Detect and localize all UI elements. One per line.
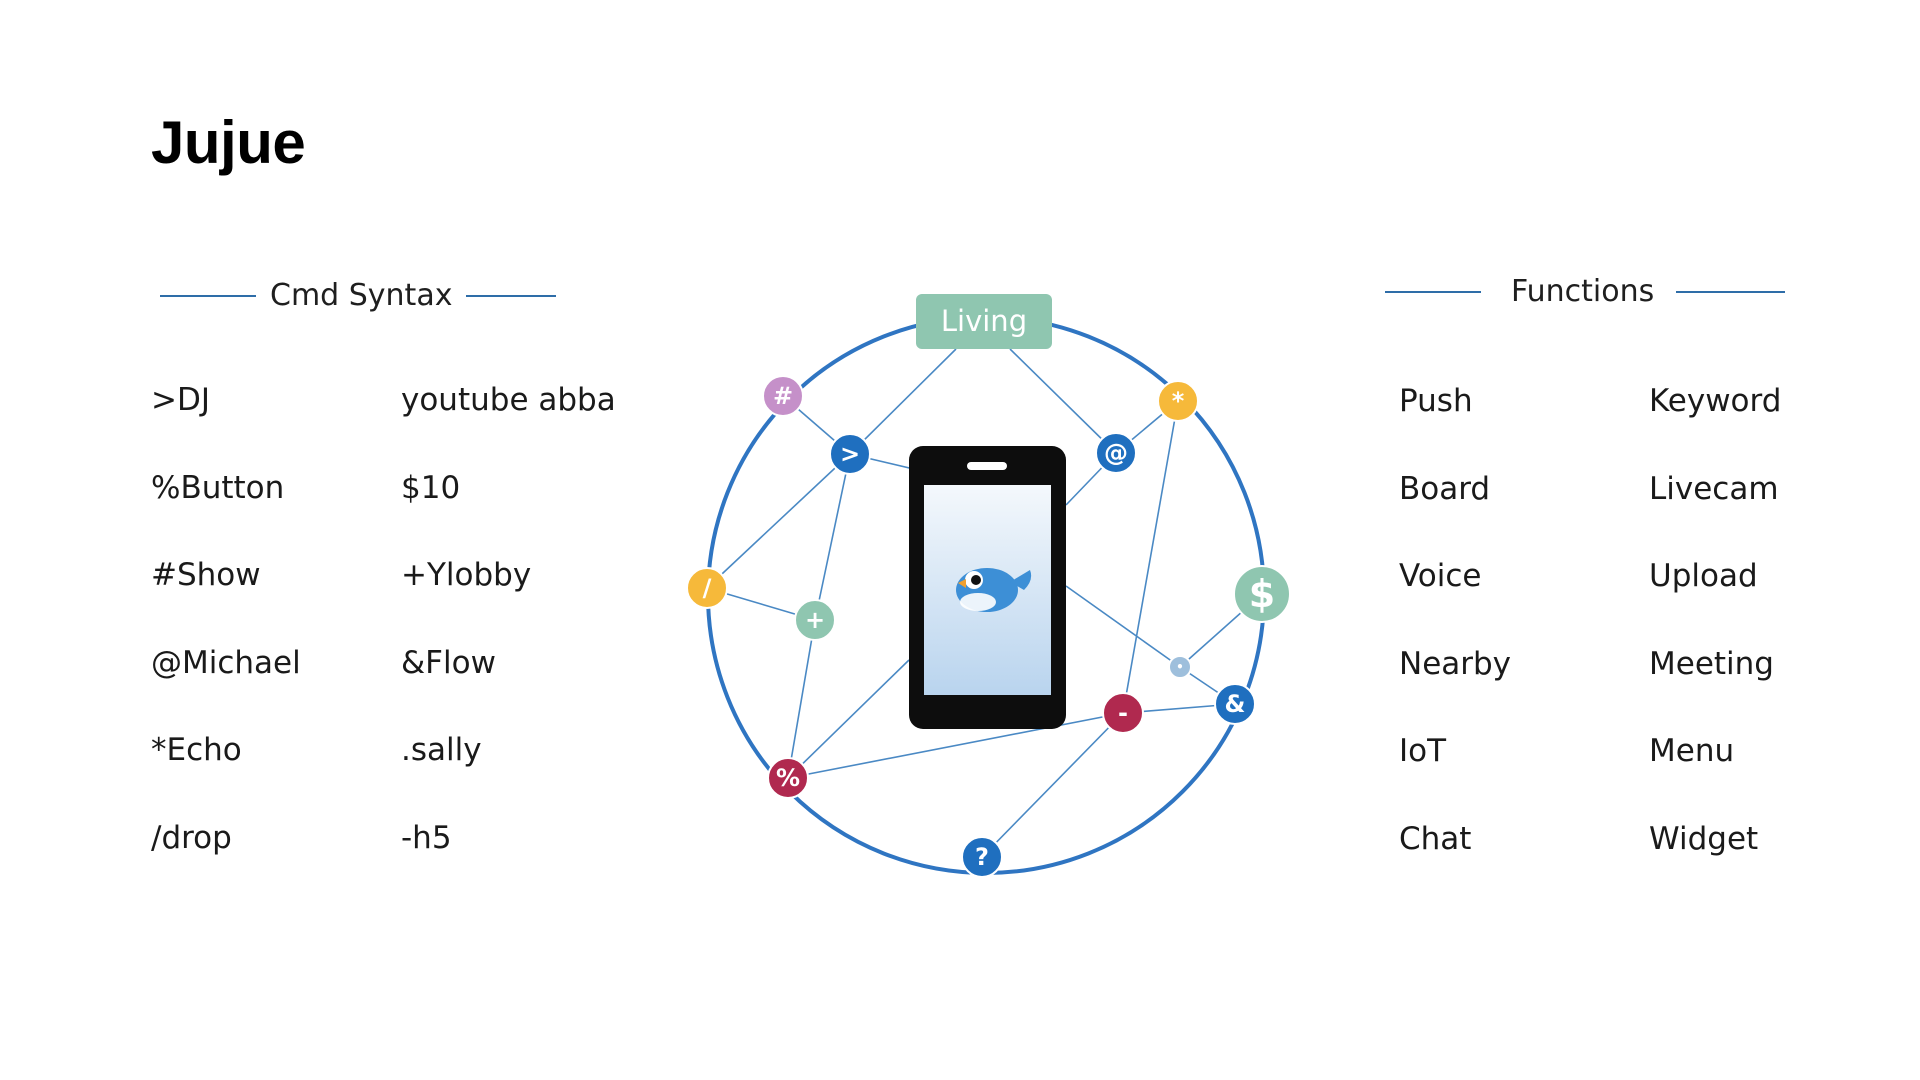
- node-percent-icon: %: [767, 757, 809, 799]
- node-circle: [1168, 655, 1192, 679]
- function-item: Livecam: [1649, 470, 1779, 507]
- function-item: Nearby: [1399, 645, 1512, 682]
- living-label: Living: [916, 294, 1052, 349]
- function-item: Board: [1399, 470, 1491, 507]
- node-circle: [829, 433, 871, 475]
- link-line: [1122, 400, 1179, 714]
- node-symbol: •: [1176, 660, 1184, 674]
- node-symbol: *: [1172, 387, 1185, 415]
- link-line: [787, 712, 1124, 779]
- node-symbol: @: [1104, 439, 1128, 467]
- phone-icon: [909, 446, 1066, 729]
- living-label-text: Living: [941, 304, 1027, 338]
- node-circle: [767, 757, 809, 799]
- link-line: [814, 453, 851, 621]
- link-line: [787, 659, 910, 779]
- cmd-syntax-item: youtube abba: [401, 382, 616, 418]
- node-circle: [794, 599, 836, 641]
- function-item: Widget: [1649, 820, 1759, 857]
- node-hash-icon: #: [762, 375, 804, 417]
- cmd-syntax-item: -h5: [401, 819, 452, 856]
- node-circle: [1214, 683, 1256, 725]
- nodes: # > * @ / + $ • & -%?: [686, 375, 1291, 878]
- function-item: Push: [1399, 383, 1473, 419]
- node-dot-icon: •: [1168, 655, 1192, 679]
- cmd-syntax-table: >DJ youtube abba %Button $10 #Show +Ylob…: [151, 378, 661, 903]
- functions-heading: Functions: [1385, 274, 1785, 309]
- page-title: Jujue: [151, 109, 306, 176]
- node-circle: [1095, 432, 1137, 474]
- node-plus-icon: +: [794, 599, 836, 641]
- functions-table: Push Keyword Board Livecam Voice Upload …: [1399, 379, 1869, 904]
- node-circle: [1102, 692, 1144, 734]
- node-minus-icon: -: [1102, 692, 1144, 734]
- node-circle: [686, 567, 728, 609]
- cmd-syntax-item: @Michael: [151, 644, 301, 681]
- node-circle: [762, 375, 804, 417]
- cmd-syntax-item: +Ylobby: [401, 557, 532, 593]
- bird-icon: [956, 568, 1032, 612]
- node-circle: [961, 836, 1003, 878]
- function-item: Voice: [1399, 558, 1482, 594]
- link-line: [1065, 585, 1181, 668]
- node-question-icon: ?: [961, 836, 1003, 878]
- node-gt-icon: >: [829, 433, 871, 475]
- node-slash-icon: /: [686, 567, 728, 609]
- node-symbol: >: [840, 440, 860, 468]
- heading-rule-left: [1385, 290, 1481, 293]
- cmd-syntax-item: #Show: [151, 557, 261, 593]
- function-item: Upload: [1649, 558, 1758, 594]
- heading-rule-right: [1676, 290, 1785, 293]
- cmd-syntax-heading-label: Cmd Syntax: [270, 278, 453, 313]
- function-item: Meeting: [1649, 645, 1774, 682]
- link-line: [706, 453, 851, 589]
- node-dollar-icon: $: [1233, 565, 1291, 623]
- node-symbol: ?: [975, 843, 989, 871]
- links: [706, 348, 1263, 858]
- cmd-syntax-item: .sally: [401, 732, 482, 768]
- cmd-syntax-item: *Echo: [151, 732, 242, 768]
- node-symbol: +: [805, 606, 825, 634]
- cmd-syntax-item: &Flow: [401, 644, 496, 681]
- node-symbol: %: [776, 764, 800, 792]
- node-amp-icon: &: [1214, 683, 1256, 725]
- function-item: Menu: [1649, 733, 1735, 769]
- node-star-icon: *: [1157, 380, 1199, 422]
- cmd-syntax-item: %Button: [151, 469, 285, 506]
- cmd-syntax-heading: Cmd Syntax: [160, 278, 556, 313]
- cmd-syntax-item: >DJ: [151, 382, 210, 418]
- function-item: IoT: [1399, 733, 1447, 769]
- link-line: [1009, 348, 1117, 454]
- node-symbol: $: [1249, 572, 1275, 616]
- link-line: [849, 348, 957, 455]
- node-at-icon: @: [1095, 432, 1137, 474]
- node-symbol: -: [1118, 699, 1128, 727]
- phone-speaker: [967, 462, 1007, 470]
- living-label-box: [916, 294, 1052, 349]
- node-circle: [1233, 565, 1291, 623]
- link-line: [787, 619, 816, 779]
- function-item: Chat: [1399, 820, 1472, 857]
- node-symbol: &: [1225, 690, 1246, 718]
- heading-rule-right: [466, 294, 556, 297]
- node-circle: [1157, 380, 1199, 422]
- node-symbol: #: [773, 382, 793, 410]
- heading-rule-left: [160, 294, 256, 297]
- cmd-syntax-item: /drop: [151, 819, 232, 856]
- functions-heading-label: Functions: [1511, 274, 1655, 309]
- link-line: [981, 712, 1124, 858]
- node-symbol: /: [703, 574, 712, 602]
- function-item: Keyword: [1649, 383, 1782, 419]
- cmd-syntax-item: $10: [401, 469, 461, 506]
